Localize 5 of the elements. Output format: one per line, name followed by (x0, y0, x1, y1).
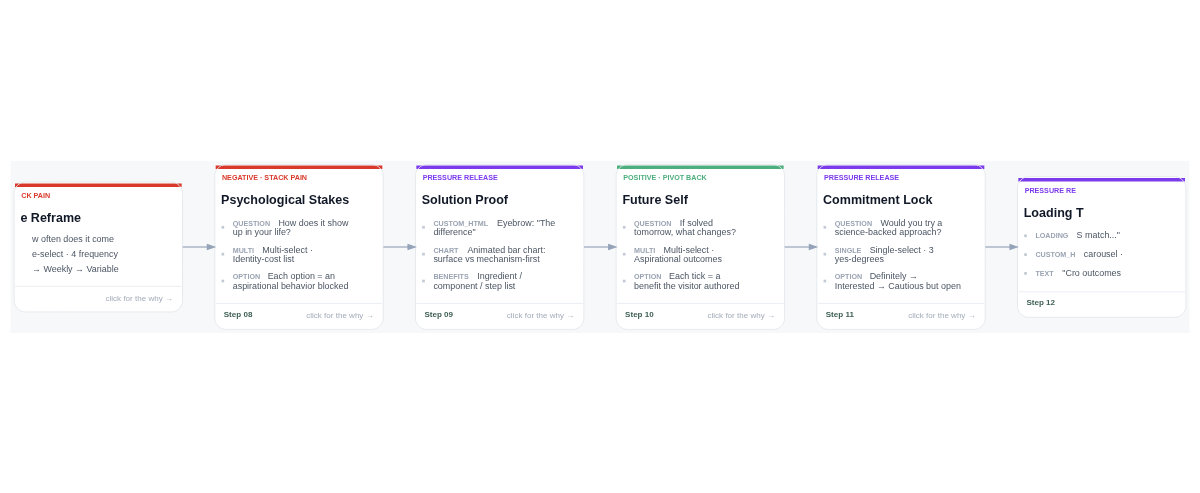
arrow (382, 243, 417, 250)
arrow (182, 243, 217, 250)
arrow (583, 243, 618, 250)
arrow (984, 243, 1019, 250)
arrow (784, 243, 819, 250)
